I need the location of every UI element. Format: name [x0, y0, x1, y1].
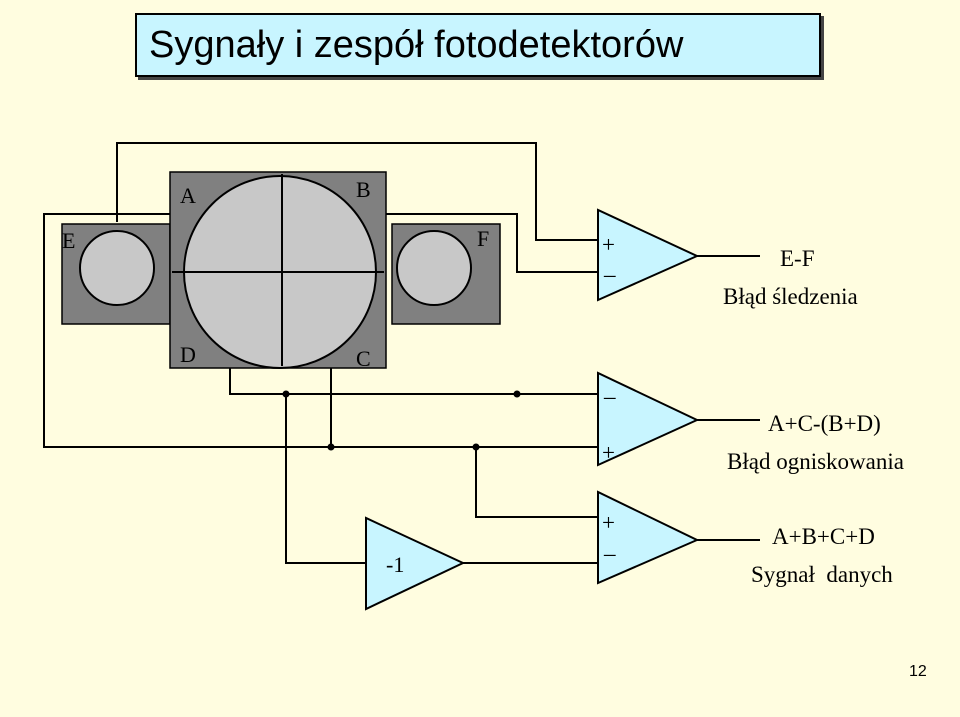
junction-dot [327, 443, 335, 451]
label-b: B [356, 177, 371, 202]
detector-f-disc [396, 230, 472, 306]
amp-data-minus: _ [603, 533, 616, 558]
label-f: F [477, 226, 489, 251]
output-labels: E-F Błąd śledzenia A+C-(B+D) Błąd ognisk… [723, 246, 904, 587]
detector-f: F [391, 223, 501, 325]
amp-focus-plus: + [602, 440, 615, 465]
junction-dot [282, 390, 290, 398]
inverter-label: -1 [386, 552, 404, 577]
amplifier-data-triangle [597, 490, 700, 585]
amplifier-tracking-triangle [597, 208, 700, 302]
focus-name: Błąd ogniskowania [727, 449, 904, 474]
label-d: D [180, 342, 196, 367]
amplifier-focus-triangle [597, 371, 700, 467]
amplifier-data: + _ [597, 490, 700, 585]
label-c: C [356, 346, 371, 371]
amp-focus-minus: _ [603, 376, 616, 401]
wiring [43, 142, 760, 564]
detector-e: E [61, 223, 171, 325]
focus-formula: A+C-(B+D) [768, 411, 881, 436]
label-a: A [180, 183, 196, 208]
wire-sum-tap [475, 447, 598, 518]
amplifier-tracking: + _ [597, 208, 700, 302]
label-e: E [62, 228, 75, 253]
detector-e-disc [79, 230, 155, 306]
tracking-formula: E-F [780, 246, 815, 271]
wire-e-to-amp2 [116, 142, 598, 241]
page-number: 12 [909, 663, 927, 680]
amp-tracking-plus: + [602, 232, 615, 257]
slide-title: Sygnały i zespół fotodetektorów [135, 13, 821, 77]
amp-tracking-minus: _ [603, 254, 616, 279]
wire-bottom-bus [229, 367, 598, 395]
junction-dot [472, 443, 480, 451]
wire-to-inverter [285, 394, 366, 564]
data-name: Sygnał danych [751, 562, 893, 587]
data-formula: A+B+C+D [772, 524, 875, 549]
tracking-name: Błąd śledzenia [723, 284, 858, 309]
quad-detector: A B C D [169, 171, 387, 371]
inverter: -1 [365, 516, 466, 611]
amplifier-focus: _ + [597, 371, 700, 467]
wire-left-feedback [43, 214, 598, 448]
junction-dot [513, 390, 521, 398]
inverter-triangle [365, 516, 466, 611]
amp-data-plus: + [602, 510, 615, 535]
